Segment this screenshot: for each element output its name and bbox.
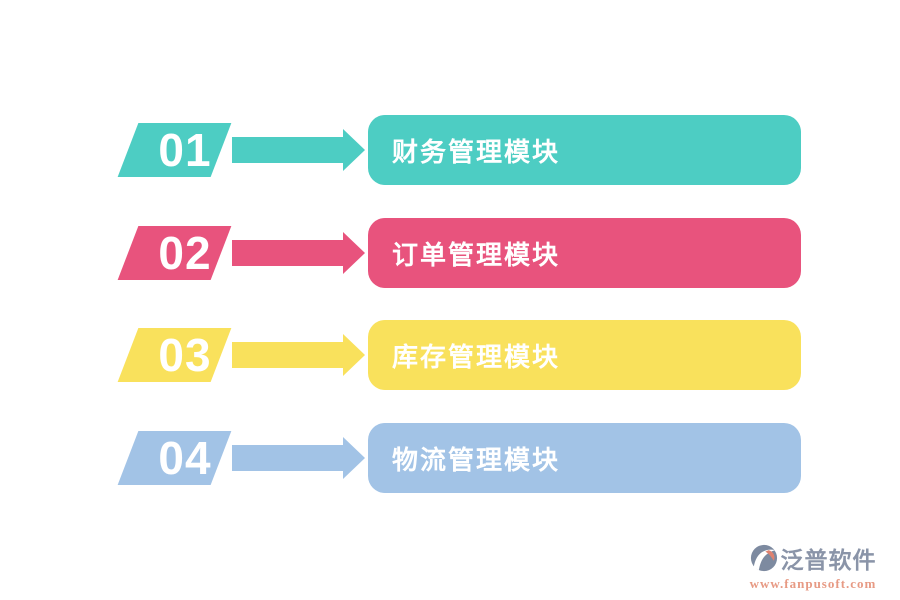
brand-url: www.fanpusoft.com [749, 576, 877, 591]
module-label: 库存管理模块 [392, 341, 561, 372]
brand-name: 泛普软件 [780, 547, 877, 573]
arrow-head [343, 334, 365, 376]
arrow-right-icon [232, 218, 365, 288]
arrow-head [343, 437, 365, 479]
arrow-tail [232, 137, 343, 163]
step-row-3: 03 库存管理模块 [0, 320, 900, 390]
step-number: 03 [158, 329, 212, 381]
arrow-right-icon [232, 320, 365, 390]
arrow-head [343, 232, 365, 274]
arrow-tail [232, 445, 343, 471]
step-row-1: 01 财务管理模块 [0, 115, 900, 185]
step-number: 04 [158, 432, 212, 484]
step-number: 02 [158, 227, 212, 279]
module-label-bar: 物流管理模块 [368, 423, 801, 493]
step-number: 01 [158, 124, 212, 176]
brand-watermark: 泛普软件 www.fanpusoft.com [738, 541, 888, 592]
module-label-bar: 订单管理模块 [368, 218, 801, 288]
arrow-right-icon [232, 115, 365, 185]
step-row-2: 02 订单管理模块 [0, 218, 900, 288]
arrow-right-icon [232, 423, 365, 493]
arrow-head [343, 129, 365, 171]
module-label-bar: 库存管理模块 [368, 320, 801, 390]
module-label-bar: 财务管理模块 [368, 115, 801, 185]
fanpu-logo-icon [750, 544, 777, 572]
arrow-tail [232, 342, 343, 368]
step-row-4: 04 物流管理模块 [0, 423, 900, 493]
module-label: 物流管理模块 [392, 444, 561, 475]
module-label: 财务管理模块 [392, 136, 561, 167]
module-label: 订单管理模块 [392, 239, 561, 270]
arrow-tail [232, 240, 343, 266]
